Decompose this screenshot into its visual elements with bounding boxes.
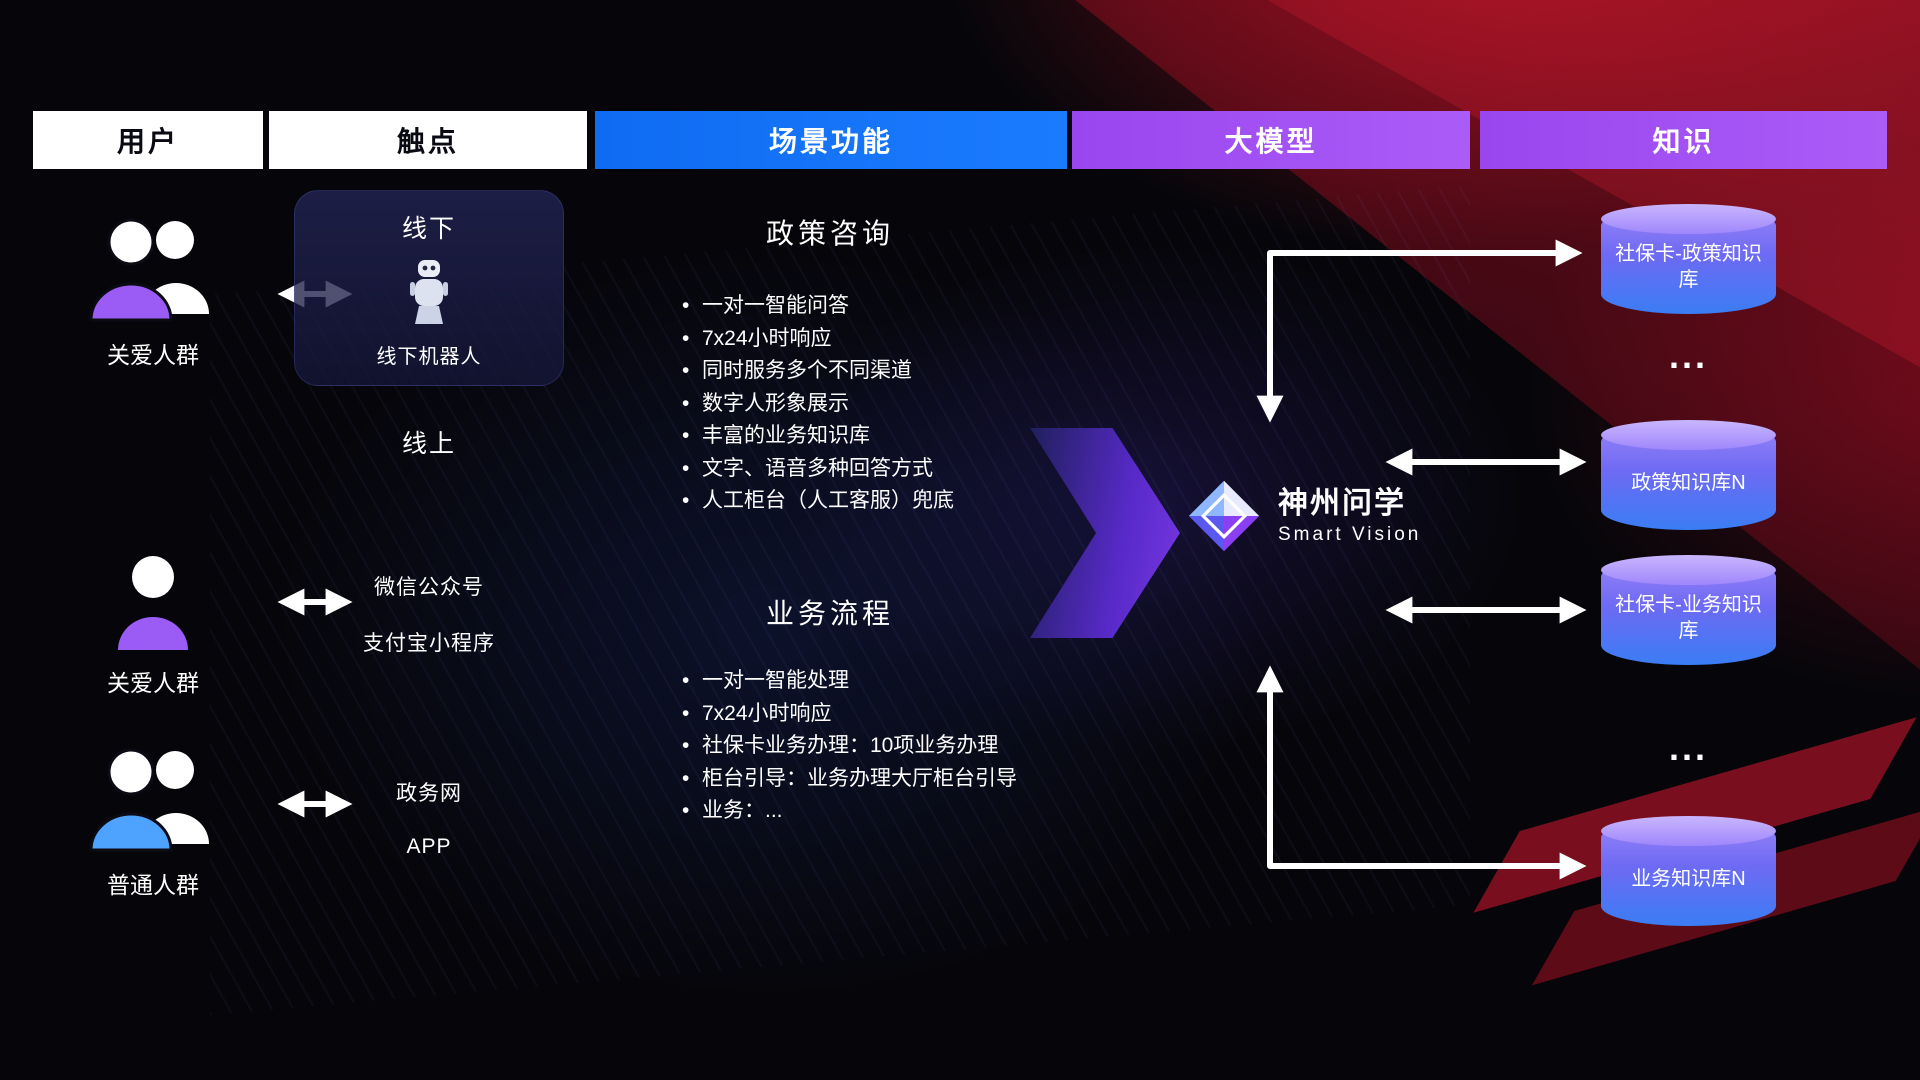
touchpoint-wechat: 微信公众号: [374, 576, 484, 599]
model-logo-block: 神州问学 Smart Vision: [1184, 476, 1421, 556]
user-label: 关爱人群: [107, 342, 199, 368]
knowledge-db-business-social: 社保卡-业务知识库: [1601, 555, 1776, 665]
model-subtitle: Smart Vision: [1278, 523, 1422, 545]
touchpoint-app: APP: [406, 835, 452, 858]
scenario-title-policy: 政策咨询: [765, 218, 894, 249]
users-group-blue-icon: [89, 748, 209, 852]
user-group-care-1: 关爱人群: [78, 212, 228, 370]
offline-robot-label: 线下机器人: [376, 346, 482, 368]
scenario-item: 同时服务多个不同渠道: [680, 355, 1080, 388]
scenario-list-policy: 一对一智能问答 7x24小时响应 同时服务多个不同渠道 数字人形象展示 丰富的业…: [680, 290, 1080, 518]
header-knowledge: 知识: [1480, 111, 1887, 169]
header-users: 用户: [33, 111, 263, 169]
scenario-item: 社保卡业务办理：10项业务办理: [680, 730, 1080, 763]
knowledge-db-label: 政策知识库N: [1631, 472, 1746, 494]
knowledge-db-business-n: 业务知识库N: [1601, 816, 1776, 926]
knowledge-db-label: 社保卡-政策知识库: [1615, 243, 1762, 291]
scenario-item: 一对一智能问答: [680, 290, 1080, 323]
user-single-purple-icon: [118, 556, 188, 650]
model-name-block: 神州问学 Smart Vision: [1278, 487, 1421, 546]
scenario-item: 文字、语音多种回答方式: [680, 453, 1080, 486]
scenario-item: 一对一智能处理: [680, 665, 1080, 698]
user-group-care-2: 关爱人群: [96, 552, 210, 698]
user-group-general: 普通人群: [78, 742, 228, 900]
knowledge-db-policy-n: 政策知识库N: [1601, 420, 1776, 530]
offline-robot-card: 线下 线下机器人: [294, 190, 564, 386]
user-label: 关爱人群: [107, 670, 199, 696]
knowledge-db-label: 业务知识库N: [1631, 868, 1746, 890]
touchpoint-alipay: 支付宝小程序: [363, 632, 495, 655]
scenario-item: 人工柜台（人工客服）兜底: [680, 485, 1080, 518]
robot-icon: [410, 259, 448, 324]
touchpoint-govweb: 政务网: [396, 782, 462, 805]
offline-title: 线下: [401, 215, 456, 243]
scenario-list-business: 一对一智能处理 7x24小时响应 社保卡业务办理：10项业务办理 柜台引导：业务…: [680, 665, 1080, 828]
scenario-item: 数字人形象展示: [680, 388, 1080, 421]
scenario-item: 丰富的业务知识库: [680, 420, 1080, 453]
knowledge-ellipsis-2: ...: [1668, 727, 1708, 768]
users-group-purple-icon: [89, 218, 209, 322]
scenario-title-business: 业务流程: [765, 598, 894, 629]
header-model: 大模型: [1072, 111, 1470, 169]
scenario-item: 业务：...: [680, 795, 1080, 828]
scenario-item: 柜台引导：业务办理大厅柜台引导: [680, 763, 1080, 796]
header-scenarios: 场景功能: [595, 111, 1067, 169]
header-touchpoints: 触点: [269, 111, 587, 169]
user-label: 普通人群: [107, 872, 199, 898]
scenario-item: 7x24小时响应: [680, 323, 1080, 356]
smart-vision-diamond-logo-icon: [1188, 480, 1260, 552]
knowledge-db-label: 社保卡-业务知识库: [1615, 594, 1762, 642]
knowledge-ellipsis-1: ...: [1668, 335, 1708, 376]
knowledge-db-policy-social: 社保卡-政策知识库: [1601, 204, 1776, 314]
scenario-item: 7x24小时响应: [680, 698, 1080, 731]
model-name: 神州问学: [1278, 486, 1406, 520]
online-title: 线上: [401, 430, 456, 458]
